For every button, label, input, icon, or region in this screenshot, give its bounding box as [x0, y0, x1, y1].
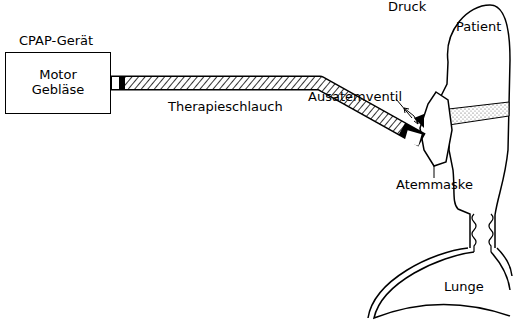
breathing-mask: [420, 92, 452, 166]
hose-label: Therapieschlauch: [168, 100, 283, 115]
windpipe: [472, 214, 476, 252]
valve-label: Ausatemventil: [308, 90, 402, 105]
device-body: Motor Gebläse: [14, 68, 102, 98]
device-heading: CPAP-Gerät: [19, 34, 93, 49]
windpipe: [489, 214, 493, 252]
lung-label: Lunge: [444, 280, 484, 295]
exhalation-valve: [414, 114, 424, 128]
lung-shape: Lunge: [372, 258, 510, 318]
patient-label: Patient: [456, 20, 501, 35]
head-outline: [448, 5, 510, 248]
pressure-label: Druck: [388, 0, 426, 15]
leader-line: [434, 166, 435, 178]
device-box: CPAP-GerätMotor Gebläse: [5, 34, 111, 114]
mask-label: Atemmaske: [396, 178, 473, 193]
therapy-hose: [111, 83, 422, 140]
device-frame: Motor Gebläse: [5, 52, 111, 114]
lung-outline: [374, 252, 510, 318]
lung-outline: [491, 248, 512, 290]
